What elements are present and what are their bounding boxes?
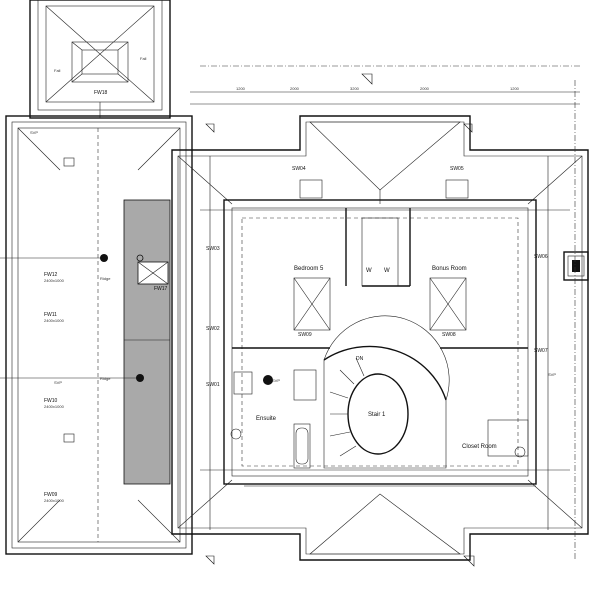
main-roof-outline [171, 115, 589, 561]
svp-label: SVP [548, 372, 556, 377]
drain-marker-icon [100, 254, 108, 262]
sw08-label: SW08 [442, 332, 456, 338]
dimension-lines: 1200 2000 3200 2000 1200 [190, 65, 580, 560]
svg-text:2400x1000: 2400x1000 [44, 498, 65, 503]
svg-text:3200: 3200 [350, 86, 360, 91]
svp-label: SVP [30, 130, 38, 135]
sw07-label: SW07 [534, 348, 548, 354]
ridge-label: Ridge [100, 276, 111, 281]
wardrobe-w2: W [384, 268, 390, 274]
sw03-label: SW03 [206, 246, 220, 252]
fw11-label: FW11 [44, 312, 57, 318]
room-stair-1: Stair 1 [368, 412, 386, 418]
stair-1 [323, 315, 450, 469]
sw06-label: SW06 [534, 254, 548, 260]
sw02-label: SW02 [206, 326, 220, 332]
fall-label: Fall [54, 68, 61, 73]
svg-text:2000: 2000 [420, 86, 430, 91]
left-wing: FW17 SVP Ridge Ridge SVP FW12 FW11 FW10 … [0, 115, 193, 555]
room-ensuite: Ensuite [256, 416, 277, 422]
inner-walls: SVP [223, 199, 537, 485]
roof-block-fw18: FW18 Fall Fall [29, 0, 171, 119]
svg-text:2400x1000: 2400x1000 [44, 318, 65, 323]
svg-text:2400x1000: 2400x1000 [44, 278, 65, 283]
room-labels: Bedroom 5 Bonus Room Ensuite Closet Room… [256, 266, 497, 450]
fw17-label: FW17 [154, 286, 168, 292]
right-tower [563, 251, 589, 281]
section-markers [205, 73, 475, 567]
svg-text:1200: 1200 [236, 86, 246, 91]
sw05-label: SW05 [450, 166, 464, 172]
drain-marker-icon [136, 254, 144, 262]
wc-icon [514, 446, 526, 458]
fall-label: Fall [140, 56, 147, 61]
drain-marker-icon [136, 374, 144, 382]
room-bonus: Bonus Room [432, 266, 467, 272]
wc-icon [230, 428, 242, 440]
window-labels: SW01 SW02 SW03 SW04 SW05 SW06 SW07 SW08 … [206, 166, 556, 388]
sw09-label: SW09 [298, 332, 312, 338]
ridge-label: Ridge [100, 376, 111, 381]
sw04-label: SW04 [292, 166, 306, 172]
drain-marker-icon [263, 375, 273, 385]
fw10-label: FW10 [44, 398, 58, 404]
svp-label: SVP [54, 380, 62, 385]
svg-text:2400x1000: 2400x1000 [44, 404, 65, 409]
fw12-label: FW12 [44, 272, 58, 278]
wardrobe-w1: W [366, 268, 372, 274]
fw18-label: FW18 [94, 90, 108, 96]
fw09-label: FW09 [44, 492, 58, 498]
stair-dn-label: DN [356, 356, 364, 362]
sw01-label: SW01 [206, 382, 220, 388]
svg-text:2000: 2000 [290, 86, 300, 91]
room-bedroom-5: Bedroom 5 [294, 266, 324, 272]
svp-label: SVP [272, 378, 280, 383]
svg-text:1200: 1200 [510, 86, 520, 91]
room-closet: Closet Room [462, 444, 497, 450]
